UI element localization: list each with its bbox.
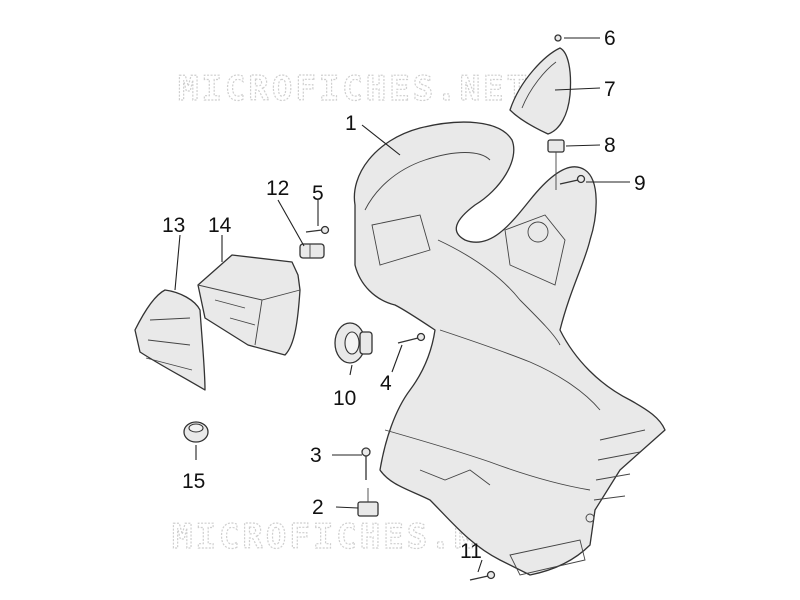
callout-labels: 1 2 3 4 5 6 7 8 9 10 11 12 13 14 15 — [162, 27, 646, 563]
leader-lines — [174, 37, 630, 573]
callout-7: 7 — [604, 78, 616, 101]
clip-nut-2 — [357, 488, 379, 517]
glovebox-lid — [509, 47, 572, 135]
grommet-15 — [183, 421, 209, 443]
callout-9: 9 — [634, 172, 646, 195]
screw-3 — [361, 447, 371, 480]
side-panel-13 — [134, 289, 206, 391]
clip-nut-8 — [547, 139, 565, 190]
screw-11 — [469, 570, 496, 581]
callout-6: 6 — [604, 27, 616, 50]
screw-6 — [554, 34, 562, 42]
callout-11: 11 — [460, 540, 482, 563]
callout-8: 8 — [604, 134, 616, 157]
callout-13: 13 — [162, 214, 185, 237]
storage-box-14 — [197, 254, 301, 356]
callout-1: 1 — [345, 112, 357, 135]
screw-5 — [305, 225, 330, 235]
clip-12 — [299, 243, 325, 259]
callout-10: 10 — [333, 387, 356, 410]
callout-12: 12 — [266, 177, 289, 200]
watermark-top: MICROFICHES.NET — [178, 69, 530, 109]
screw-4 — [397, 332, 426, 344]
callout-15: 15 — [182, 470, 205, 493]
callout-14: 14 — [208, 214, 232, 237]
bracket-10 — [334, 322, 373, 364]
callout-2: 2 — [312, 496, 324, 519]
callout-5: 5 — [312, 182, 324, 205]
screw-9 — [559, 174, 586, 185]
callout-4: 4 — [380, 372, 392, 395]
callout-3: 3 — [310, 444, 322, 467]
inner-leg-shield — [353, 121, 666, 576]
